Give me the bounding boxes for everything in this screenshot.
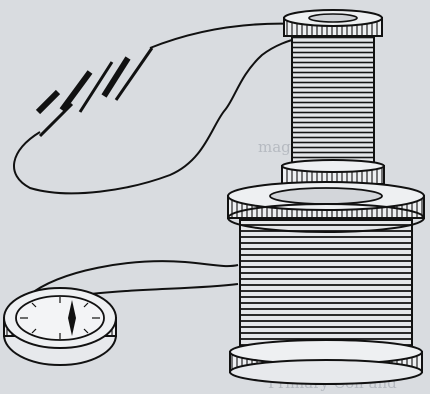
secondary-coil-windings — [240, 220, 412, 358]
primary-coil-windings — [292, 30, 374, 170]
secondary-coil — [228, 182, 424, 384]
battery — [38, 48, 152, 136]
wire-battery-to-coil-inner — [14, 38, 300, 193]
wire-battery-to-coil-top — [150, 24, 298, 48]
primary-coil — [282, 10, 384, 184]
compass — [4, 288, 116, 365]
